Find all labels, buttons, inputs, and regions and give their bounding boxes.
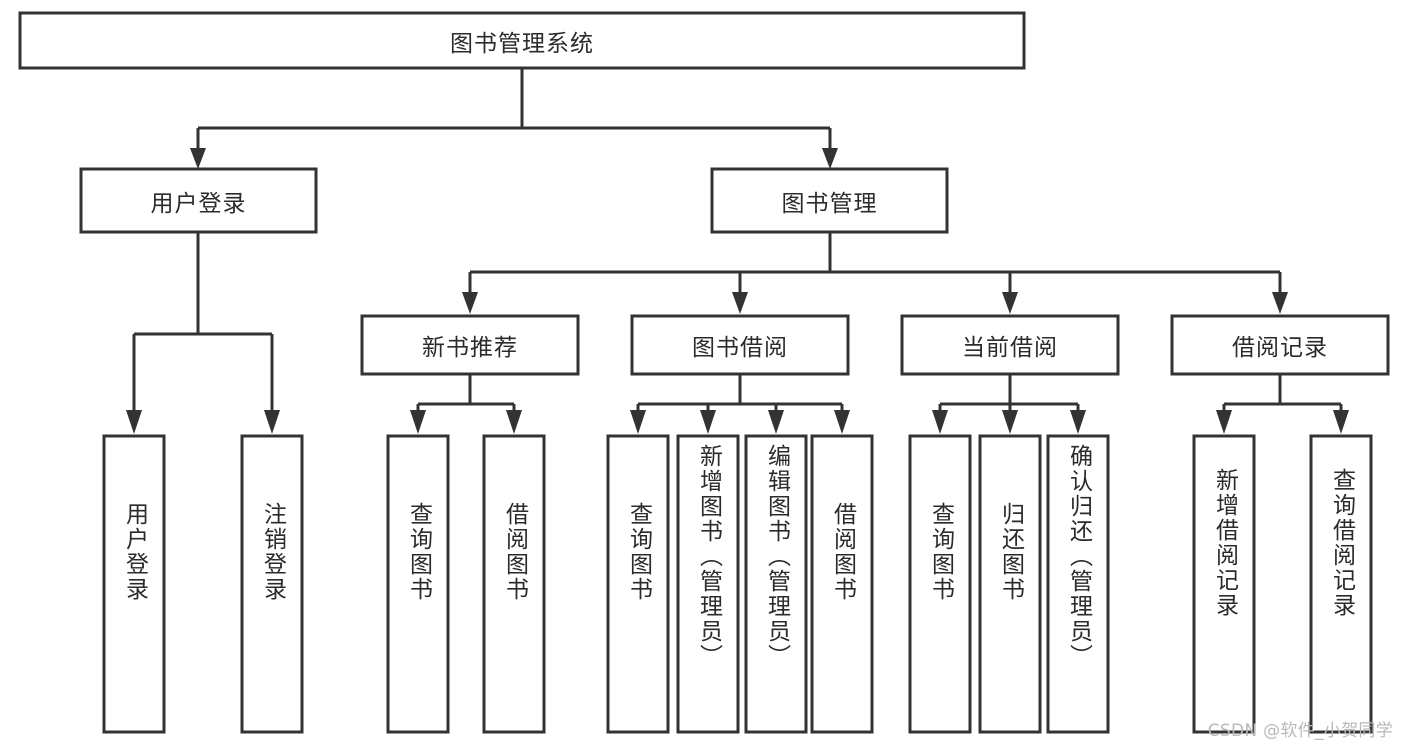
arrow-head-leaf-edit-book bbox=[768, 410, 784, 434]
node-box-user-login[interactable] bbox=[79, 167, 318, 234]
node-box-leaf-edit-book[interactable] bbox=[744, 434, 808, 734]
arrow-head-book-borrow bbox=[732, 292, 748, 314]
node-box-leaf-user-login[interactable] bbox=[102, 434, 166, 734]
arrow-head-leaf-return-book bbox=[1002, 410, 1018, 434]
arrow-head-leaf-add-book bbox=[700, 410, 716, 434]
arrow-head-leaf-confirm-return bbox=[1070, 410, 1086, 434]
arrow-head-new-book-recommend bbox=[462, 292, 478, 314]
node-box-root[interactable] bbox=[18, 11, 1026, 70]
node-box-leaf-confirm-return[interactable] bbox=[1046, 434, 1110, 734]
node-box-leaf-logout[interactable] bbox=[240, 434, 304, 734]
node-box-leaf-add-book[interactable] bbox=[676, 434, 740, 734]
connector-group-root bbox=[190, 68, 838, 169]
arrow-head-leaf-logout bbox=[264, 410, 280, 434]
node-box-leaf-return-book[interactable] bbox=[978, 434, 1042, 734]
csdn-watermark: CSDN @软件_小贺同学 bbox=[1207, 721, 1393, 741]
node-box-leaf-query-book-cur[interactable] bbox=[908, 434, 972, 734]
arrow-head-current-borrow bbox=[1002, 292, 1018, 314]
node-box-leaf-add-record[interactable] bbox=[1192, 434, 1256, 734]
node-box-leaf-query-record[interactable] bbox=[1309, 434, 1373, 734]
connector-group-book-management bbox=[462, 232, 1288, 314]
node-box-new-book-recommend[interactable] bbox=[360, 314, 580, 376]
arrow-head-leaf-query-book-rec bbox=[410, 410, 426, 434]
connector-group-user-login bbox=[126, 232, 280, 434]
arrow-head-leaf-query-record bbox=[1333, 410, 1349, 434]
node-box-leaf-borrow-book[interactable] bbox=[810, 434, 874, 734]
arrow-head-user-login bbox=[190, 148, 206, 169]
arrow-head-book-management bbox=[822, 148, 838, 169]
node-box-leaf-borrow-book-rec[interactable] bbox=[482, 434, 546, 734]
arrow-head-leaf-query-book-cur bbox=[932, 410, 948, 434]
node-box-leaf-query-book-borrow[interactable] bbox=[606, 434, 670, 734]
arrow-head-leaf-add-record bbox=[1216, 410, 1232, 434]
arrow-head-borrow-record bbox=[1272, 292, 1288, 314]
connector-group-current-borrow bbox=[932, 374, 1086, 434]
connector-group-borrow-record bbox=[1216, 374, 1349, 434]
arrow-head-leaf-query-book-borrow bbox=[630, 410, 646, 434]
connector-group-book-borrow bbox=[630, 374, 850, 434]
node-box-borrow-record[interactable] bbox=[1170, 314, 1390, 376]
arrow-head-leaf-borrow-book bbox=[834, 410, 850, 434]
node-box-leaf-query-book-rec[interactable] bbox=[386, 434, 450, 734]
connector-group-new-book-recommend bbox=[410, 374, 522, 434]
arrow-head-leaf-borrow-book-rec bbox=[506, 410, 522, 434]
node-box-book-management[interactable] bbox=[710, 167, 949, 234]
node-box-current-borrow[interactable] bbox=[900, 314, 1120, 376]
node-box-book-borrow[interactable] bbox=[630, 314, 850, 376]
arrow-head-leaf-user-login bbox=[126, 410, 142, 434]
